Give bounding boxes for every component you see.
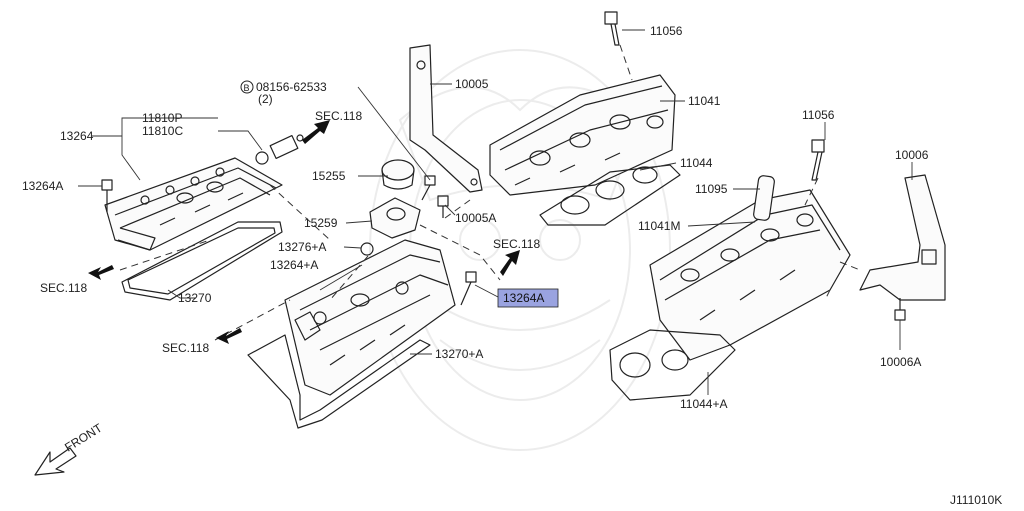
gasket-13270 (121, 221, 283, 301)
label-11044a: 11044+A (680, 397, 728, 411)
adapter-15259 (369, 197, 421, 239)
o-ring-13276a (360, 242, 374, 256)
label-11095: 11095 (695, 182, 728, 196)
highlight-box (497, 288, 559, 308)
label-11041: 11041 (688, 94, 721, 108)
label-13276a: 13276+A (278, 240, 326, 254)
label-sec118-c: SEC.118 (40, 281, 87, 295)
label-11056-top: 11056 (650, 24, 683, 38)
pipe-11095 (753, 175, 775, 221)
gasket-13270a (247, 334, 431, 429)
sec118-arrow-b (500, 250, 520, 276)
label-08156-qty: (2) (258, 92, 273, 106)
bolt-marker-circle (240, 80, 254, 94)
bolt-08156 (421, 175, 436, 201)
diagram-code: J111010K (950, 493, 1002, 507)
rocker-cover-lower (284, 239, 456, 396)
label-11810c: 11810C (142, 124, 183, 138)
leader-lines (78, 29, 913, 395)
assembly-lines (119, 44, 861, 341)
cylinder-head-11041m (649, 189, 851, 361)
head-gasket-11044 (539, 164, 681, 226)
bolt-13264a-center (460, 271, 477, 306)
label-10005: 10005 (455, 77, 489, 91)
bolt-13264a-left (101, 179, 113, 212)
label-13264pa: 13264+A (270, 258, 318, 272)
sec118-arrow-d (216, 328, 242, 344)
pcv-valve (255, 134, 304, 165)
label-11056-right: 11056 (802, 108, 835, 122)
label-13270a: 13270+A (435, 347, 483, 361)
bolt-marker-letter: B (244, 83, 250, 93)
label-13270: 13270 (178, 291, 212, 305)
label-11810p: 11810P (142, 111, 182, 125)
front-direction-arrow (34, 447, 77, 476)
oil-cap-15255 (381, 159, 415, 190)
label-11044: 11044 (680, 156, 713, 170)
head-bolt-11056-top (604, 11, 620, 46)
bracket-10006 (859, 174, 946, 301)
rocker-cover-upper (104, 157, 283, 251)
label-sec118-a: SEC.118 (315, 109, 362, 123)
label-10006a: 10006A (880, 355, 921, 369)
head-gasket-11044a (609, 329, 736, 401)
sec118-arrow-a (302, 120, 330, 144)
part-labels: 11056 10005 B 08156-62533 (2) 11041 1181… (22, 24, 1002, 507)
bolt-10006a (894, 298, 906, 321)
cylinder-head-11041 (489, 74, 676, 196)
label-front: FRONT (62, 420, 105, 454)
label-11041m: 11041M (638, 219, 680, 233)
bolt-10005a (437, 195, 449, 218)
sec118-arrow-c (88, 265, 114, 280)
label-15259: 15259 (304, 216, 338, 230)
label-sec118-d: SEC.118 (162, 341, 209, 355)
label-13264: 13264 (60, 129, 94, 143)
label-10006: 10006 (895, 148, 929, 162)
label-13264a-left: 13264A (22, 179, 63, 193)
head-bolt-11056-right (811, 139, 825, 181)
bracket-10005 (409, 44, 483, 193)
label-13264a-highlight: 13264A (503, 291, 544, 305)
watermark-emblem (369, 49, 671, 451)
label-sec118-b: SEC.118 (493, 237, 540, 251)
label-10005a: 10005A (455, 211, 496, 225)
label-08156-62533: 08156-62533 (256, 80, 327, 94)
label-15255: 15255 (312, 169, 346, 183)
